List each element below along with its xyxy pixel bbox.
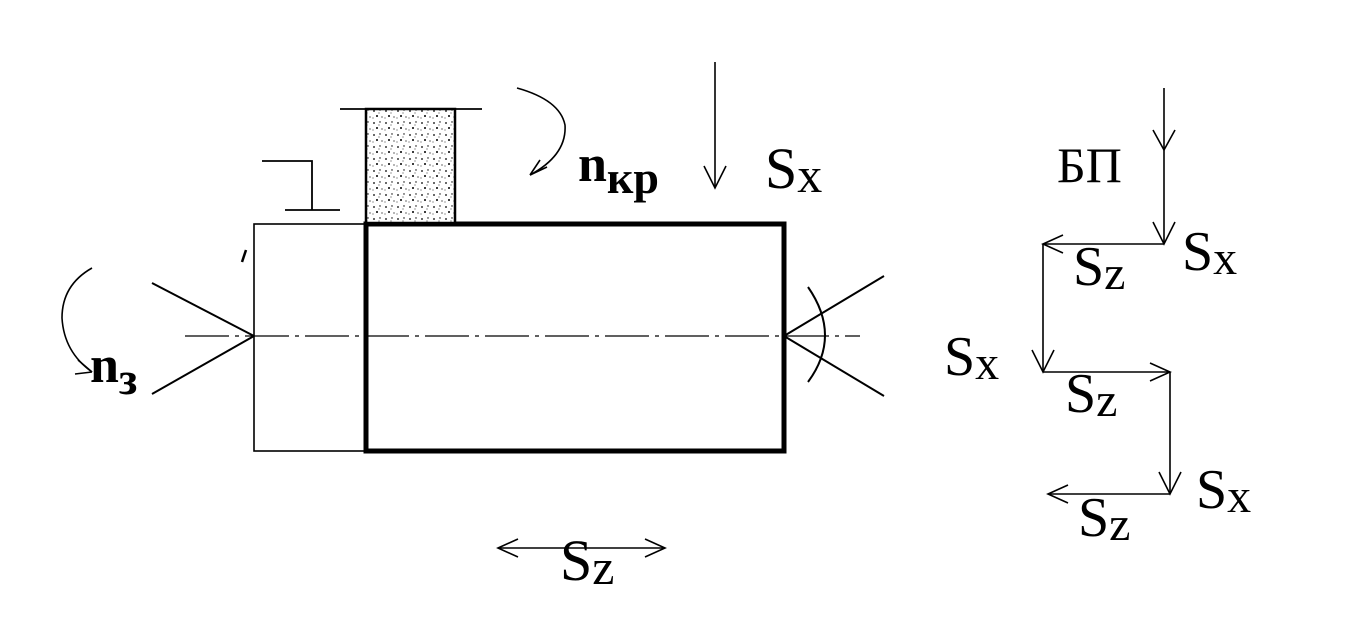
workpiece-ground-section [363,221,787,454]
path-sz-3-label: Sz [1078,487,1130,551]
path-sz-2-label: Sz [1065,363,1117,427]
sz-feed-arrow [496,538,667,558]
left-chuck-mark [240,249,248,263]
n-kr-label: nкр [578,136,659,203]
bp-label: БП [1057,137,1122,193]
path-sz-1-label: Sz [1073,236,1125,300]
sz-label-bottom: Sz [560,528,614,595]
sx-label-top: Sx [765,136,822,203]
path-sx-3-label: Sx [1196,459,1251,523]
n-z-label: nз [90,337,137,404]
wheel-rotation-arrow [516,87,566,176]
left-center [151,282,255,395]
right-center [783,275,885,397]
sx-feed-arrow [703,62,727,190]
workpiece-rotation-arrow [61,267,93,375]
feed-path [1031,88,1182,504]
stop-mark [262,160,340,211]
path-sx-2-label: Sx [944,326,999,390]
workpiece-left-section [253,223,368,452]
grinding-wheel [364,107,457,225]
path-sx-1-label: Sx [1182,221,1237,285]
